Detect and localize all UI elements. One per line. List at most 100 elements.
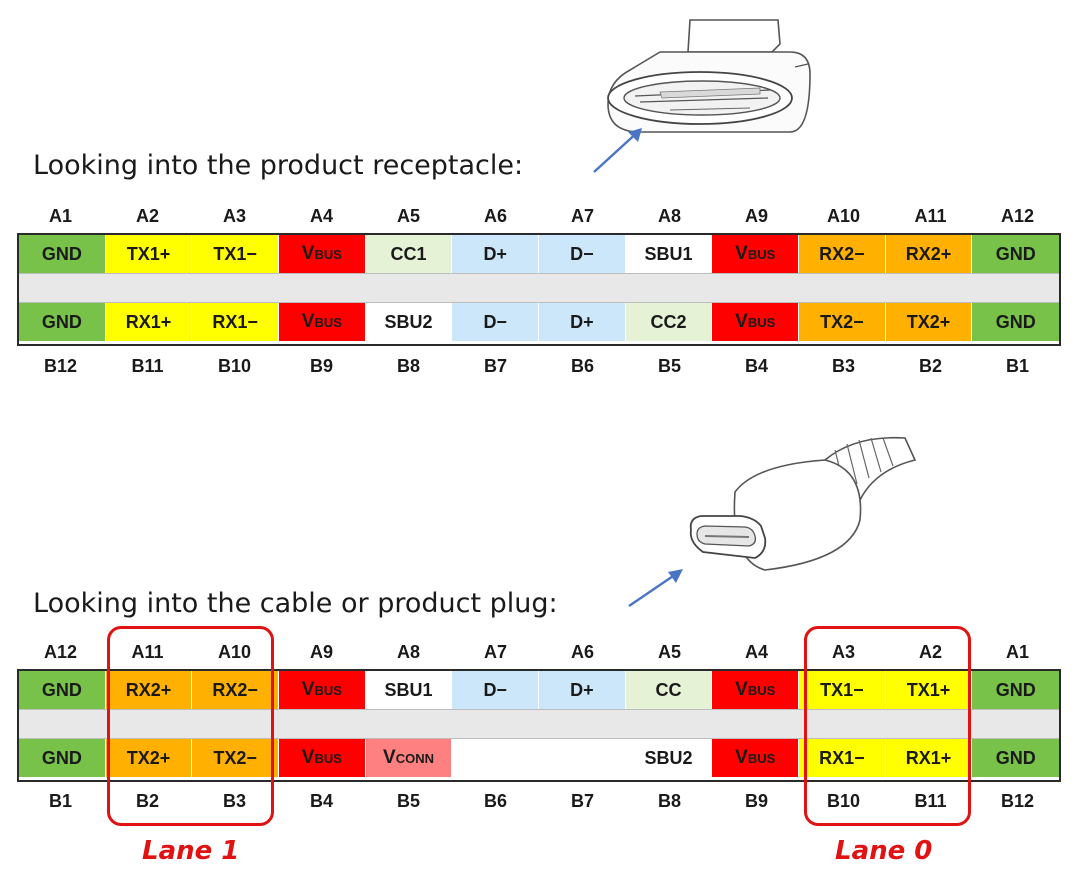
plug-top-pin-label: A11 xyxy=(131,642,164,662)
receptacle-tongue-gap xyxy=(19,273,1059,303)
plug-b-pin-cell: GND xyxy=(19,739,106,777)
lane-1-label: Lane 1 xyxy=(142,836,240,866)
plug-a-pin-cell: SBU1 xyxy=(365,671,453,709)
plug-a-pin-cell: D+ xyxy=(539,671,626,709)
receptacle-a-pin-cell: D− xyxy=(539,235,626,273)
receptacle-b-pin-cell: D− xyxy=(452,303,540,341)
plug-top-pin-label: A10 xyxy=(217,642,252,662)
plug-b-pin-cell: RX1+ xyxy=(885,739,973,777)
receptacle-a-pin-cell: SBU1 xyxy=(625,235,713,273)
plug-top-pin-label: A12 xyxy=(43,642,78,662)
plug-bottom-pin-label: B1 xyxy=(48,791,72,811)
receptacle-pointer-arrow-icon xyxy=(593,128,642,173)
usb-c-receptacle-illustration xyxy=(607,19,811,133)
receptacle-a-pin-cell: RX2− xyxy=(799,235,886,273)
plug-b-pin-cell: TX2− xyxy=(192,739,280,777)
plug-pointer-arrow-icon xyxy=(628,569,683,607)
plug-tongue-gap xyxy=(19,709,1059,739)
plug-bottom-pin-label: B7 xyxy=(570,791,594,811)
receptacle-b-pin-cell: CC2 xyxy=(625,303,713,341)
receptacle-b-pin-cell: Vbus xyxy=(712,303,800,341)
plug-b-pin-cell: Vbus xyxy=(712,739,800,777)
plug-a-pin-cell: D− xyxy=(452,671,540,709)
plug-a-pin-cell: RX2+ xyxy=(105,671,193,709)
receptacle-a-pin-cell: GND xyxy=(19,235,106,273)
receptacle-bottom-pin-label: B5 xyxy=(657,356,681,376)
plug-top-pin-label: A4 xyxy=(744,642,768,662)
receptacle-top-pin-label: A6 xyxy=(483,206,507,226)
receptacle-top-pin-label: A4 xyxy=(309,206,333,226)
receptacle-b-pin-cell: TX2+ xyxy=(885,303,973,341)
receptacle-top-pin-label: A11 xyxy=(914,206,947,226)
plug-b-pin-cell xyxy=(452,739,540,777)
receptacle-bottom-pin-label: B8 xyxy=(396,356,420,376)
plug-a-pin-cell: Vbus xyxy=(712,671,800,709)
usb-c-plug-illustration xyxy=(689,436,917,571)
receptacle-bottom-pin-label: B2 xyxy=(918,356,942,376)
plug-top-pin-label: A9 xyxy=(309,642,333,662)
plug-top-pin-label: A3 xyxy=(831,642,855,662)
receptacle-top-pin-label: A1 xyxy=(48,206,72,226)
plug-b-pin-cell: GND xyxy=(972,739,1060,777)
receptacle-a-pin-cell: TX1− xyxy=(192,235,280,273)
receptacle-a-pin-cell: CC1 xyxy=(365,235,453,273)
plug-bottom-pin-label: B4 xyxy=(309,791,333,811)
receptacle-heading: Looking into the product receptacle: xyxy=(33,150,524,181)
receptacle-bottom-pin-label: B1 xyxy=(1005,356,1029,376)
receptacle-bottom-pin-label: B10 xyxy=(217,356,252,376)
plug-a-pin-cell: RX2− xyxy=(192,671,280,709)
receptacle-b-pin-cell: Vbus xyxy=(279,303,366,341)
plug-b-pin-cell: SBU2 xyxy=(625,739,713,777)
receptacle-bottom-pin-label: B4 xyxy=(744,356,768,376)
plug-b-pin-cell: TX2+ xyxy=(105,739,193,777)
receptacle-b-pin-cell: D+ xyxy=(539,303,626,341)
plug-bottom-pin-label: B10 xyxy=(826,791,861,811)
plug-bottom-pin-label: B5 xyxy=(396,791,420,811)
receptacle-b-pin-cell: RX1+ xyxy=(105,303,193,341)
plug-bottom-pin-label: B6 xyxy=(483,791,507,811)
receptacle-bottom-pin-label: B9 xyxy=(309,356,333,376)
receptacle-bottom-pin-label: B11 xyxy=(131,356,164,376)
receptacle-b-pin-cell: GND xyxy=(972,303,1060,341)
plug-top-pin-label: A7 xyxy=(483,642,507,662)
receptacle-top-pin-label: A12 xyxy=(1000,206,1035,226)
plug-a-pin-cell: Vbus xyxy=(279,671,366,709)
receptacle-b-pin-cell: GND xyxy=(19,303,106,341)
lane-1-highlight-box xyxy=(107,626,274,826)
plug-top-pin-label: A2 xyxy=(918,642,942,662)
receptacle-top-pin-label: A8 xyxy=(657,206,681,226)
receptacle-bottom-pin-label: B7 xyxy=(483,356,507,376)
receptacle-top-pin-label: A9 xyxy=(744,206,768,226)
plug-b-pin-cell: Vconn xyxy=(365,739,453,777)
receptacle-bottom-pin-label: B3 xyxy=(831,356,855,376)
receptacle-a-pin-cell: GND xyxy=(972,235,1060,273)
plug-a-pin-cell: CC xyxy=(625,671,713,709)
plug-a-pin-cell: GND xyxy=(972,671,1060,709)
receptacle-top-pin-label: A2 xyxy=(135,206,159,226)
plug-bottom-pin-label: B12 xyxy=(1000,791,1035,811)
plug-a-pin-cell: GND xyxy=(19,671,106,709)
plug-b-pin-cell xyxy=(539,739,626,777)
plug-heading: Looking into the cable or product plug: xyxy=(33,588,558,619)
receptacle-top-pin-label: A5 xyxy=(396,206,420,226)
receptacle-b-pin-cell: TX2− xyxy=(799,303,886,341)
receptacle-bottom-pin-label: B12 xyxy=(43,356,78,376)
plug-bottom-pin-label: B8 xyxy=(657,791,681,811)
plug-top-pin-label: A8 xyxy=(396,642,420,662)
receptacle-a-pin-cell: D+ xyxy=(452,235,540,273)
plug-a-pin-cell: TX1− xyxy=(799,671,886,709)
plug-a-pin-cell: TX1+ xyxy=(885,671,973,709)
plug-top-pin-label: A1 xyxy=(1005,642,1029,662)
lane-0-label: Lane 0 xyxy=(835,836,933,866)
receptacle-b-pin-cell: SBU2 xyxy=(365,303,453,341)
receptacle-top-pin-label: A3 xyxy=(222,206,246,226)
